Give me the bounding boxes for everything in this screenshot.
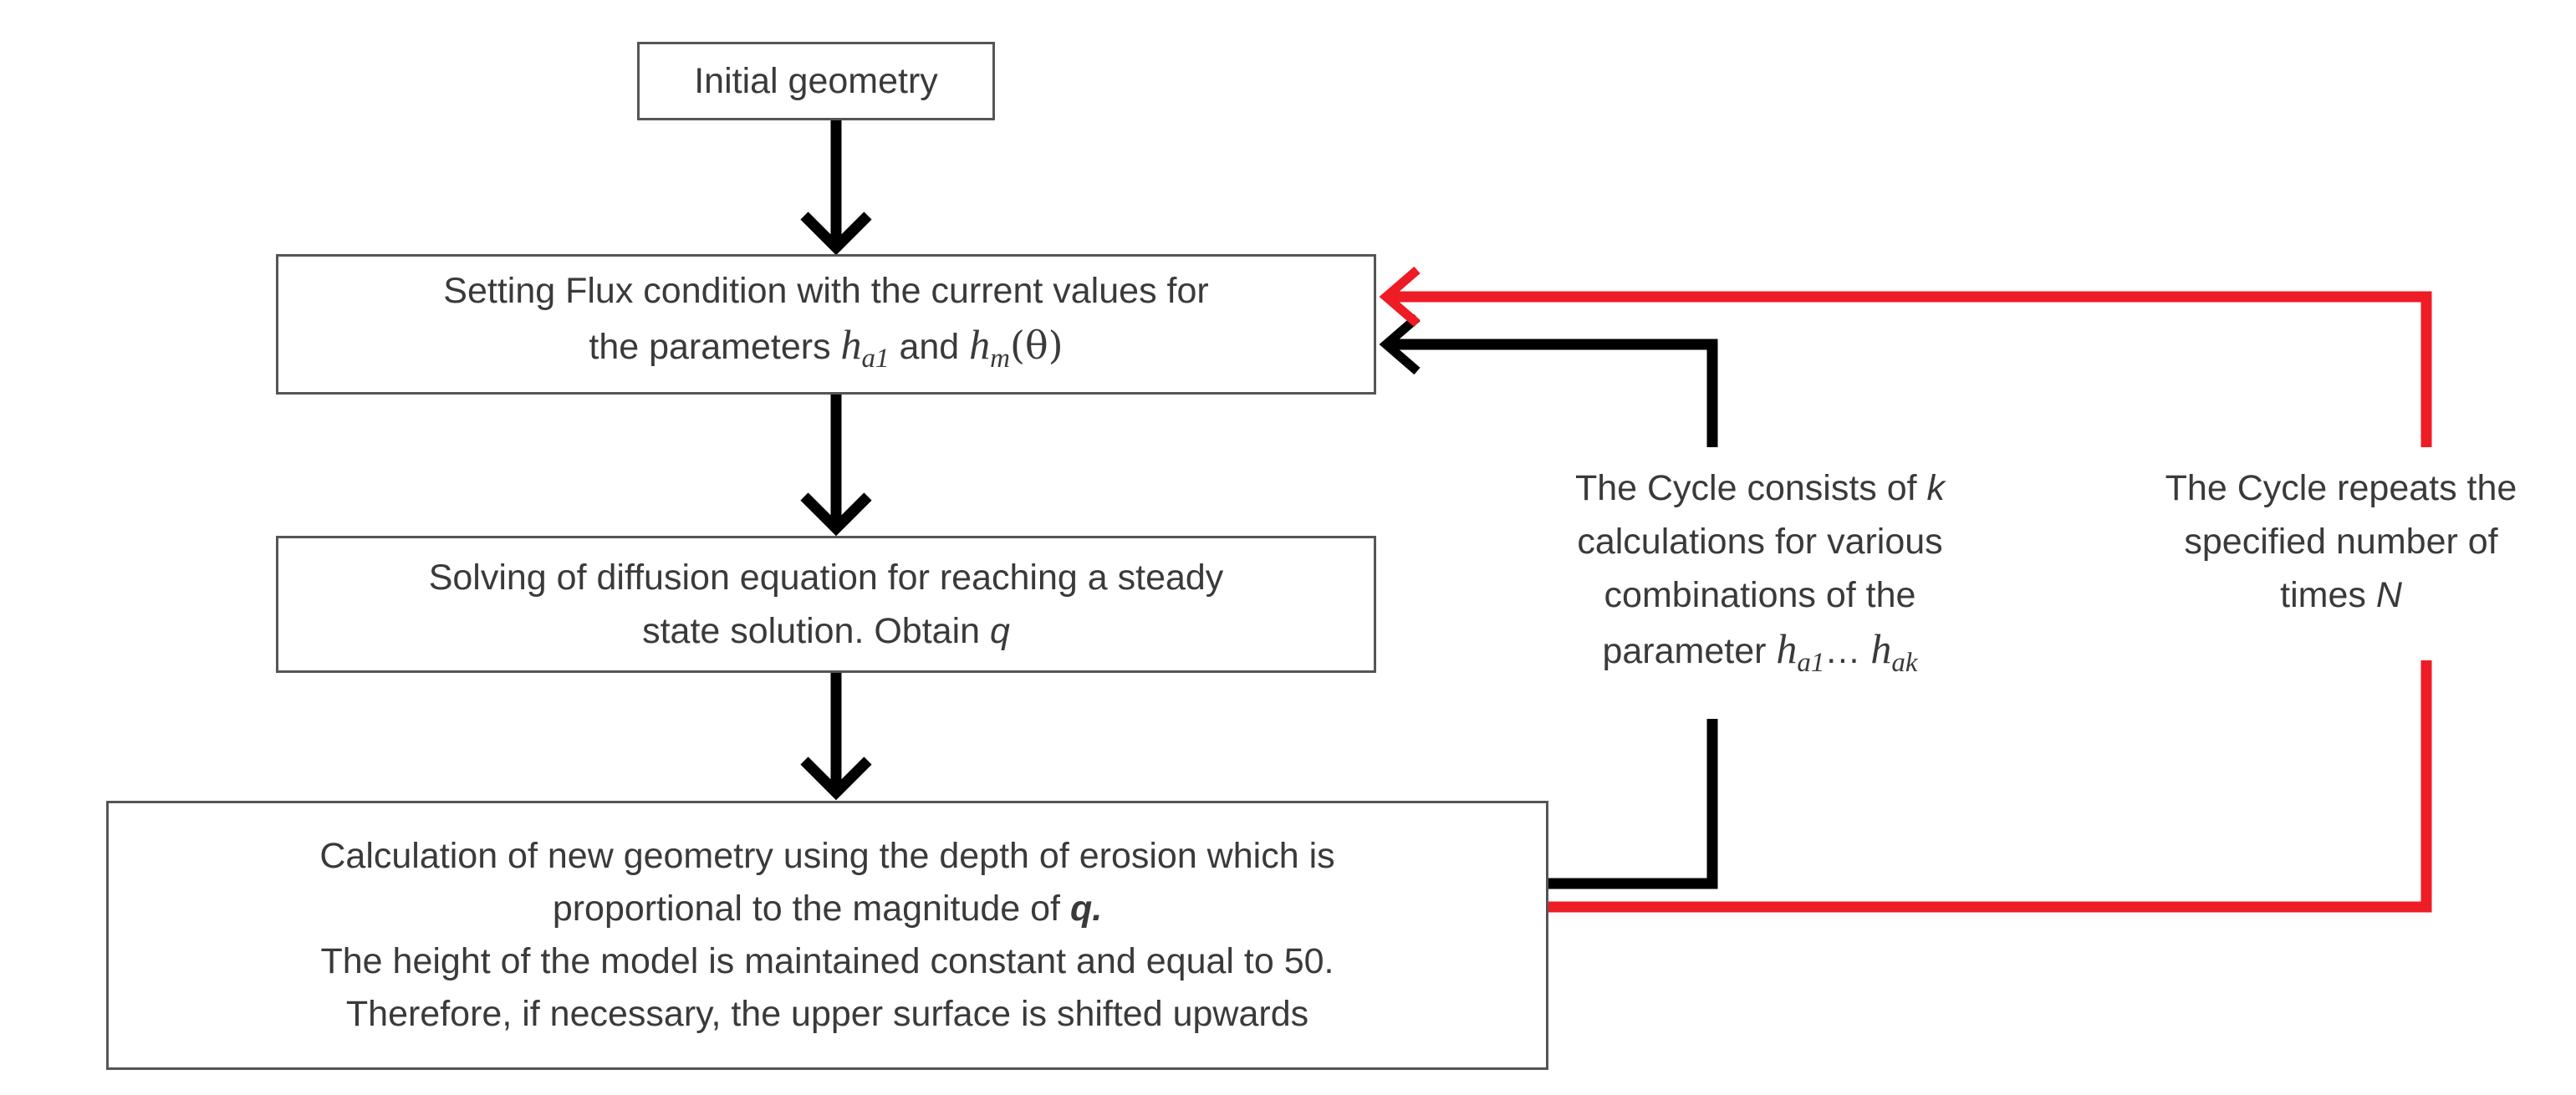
node-solving-diffusion-line2: state solution. Obtain q <box>642 611 1010 651</box>
node-setting-flux: Setting Flux condition with the current … <box>276 254 1376 395</box>
node-solving-diffusion: Solving of diffusion equation for reachi… <box>276 536 1376 673</box>
outer-repeat-loop <box>1379 266 2432 913</box>
arrow-initial-to-flux <box>800 120 872 256</box>
node-new-geometry-line4: Therefore, if necessary, the upper surfa… <box>345 994 1309 1034</box>
annotation-outer-repeat: The Cycle repeats the specified number o… <box>2165 468 2517 615</box>
arrow-solve-to-geometry <box>800 673 872 801</box>
node-solving-diffusion-line1: Solving of diffusion equation for reachi… <box>428 558 1224 598</box>
node-new-geometry-line1: Calculation of new geometry using the de… <box>319 836 1335 876</box>
arrow-flux-to-solve <box>800 395 872 537</box>
node-new-geometry: Calculation of new geometry using the de… <box>106 801 1548 1070</box>
inner-cycle-loop <box>1379 313 1718 889</box>
node-new-geometry-line2: proportional to the magnitude of q. <box>552 889 1103 929</box>
annotation-inner-cycle: The Cycle consists of k calculations for… <box>1574 468 1946 678</box>
node-setting-flux-line2: the parameters ha1 and hm(θ) <box>589 320 1064 374</box>
node-new-geometry-line3: The height of the model is maintained co… <box>320 941 1334 981</box>
node-setting-flux-line1: Setting Flux condition with the current … <box>443 270 1209 311</box>
node-initial-geometry-label: Initial geometry <box>694 61 938 101</box>
node-initial-geometry: Initial geometry <box>637 42 995 120</box>
